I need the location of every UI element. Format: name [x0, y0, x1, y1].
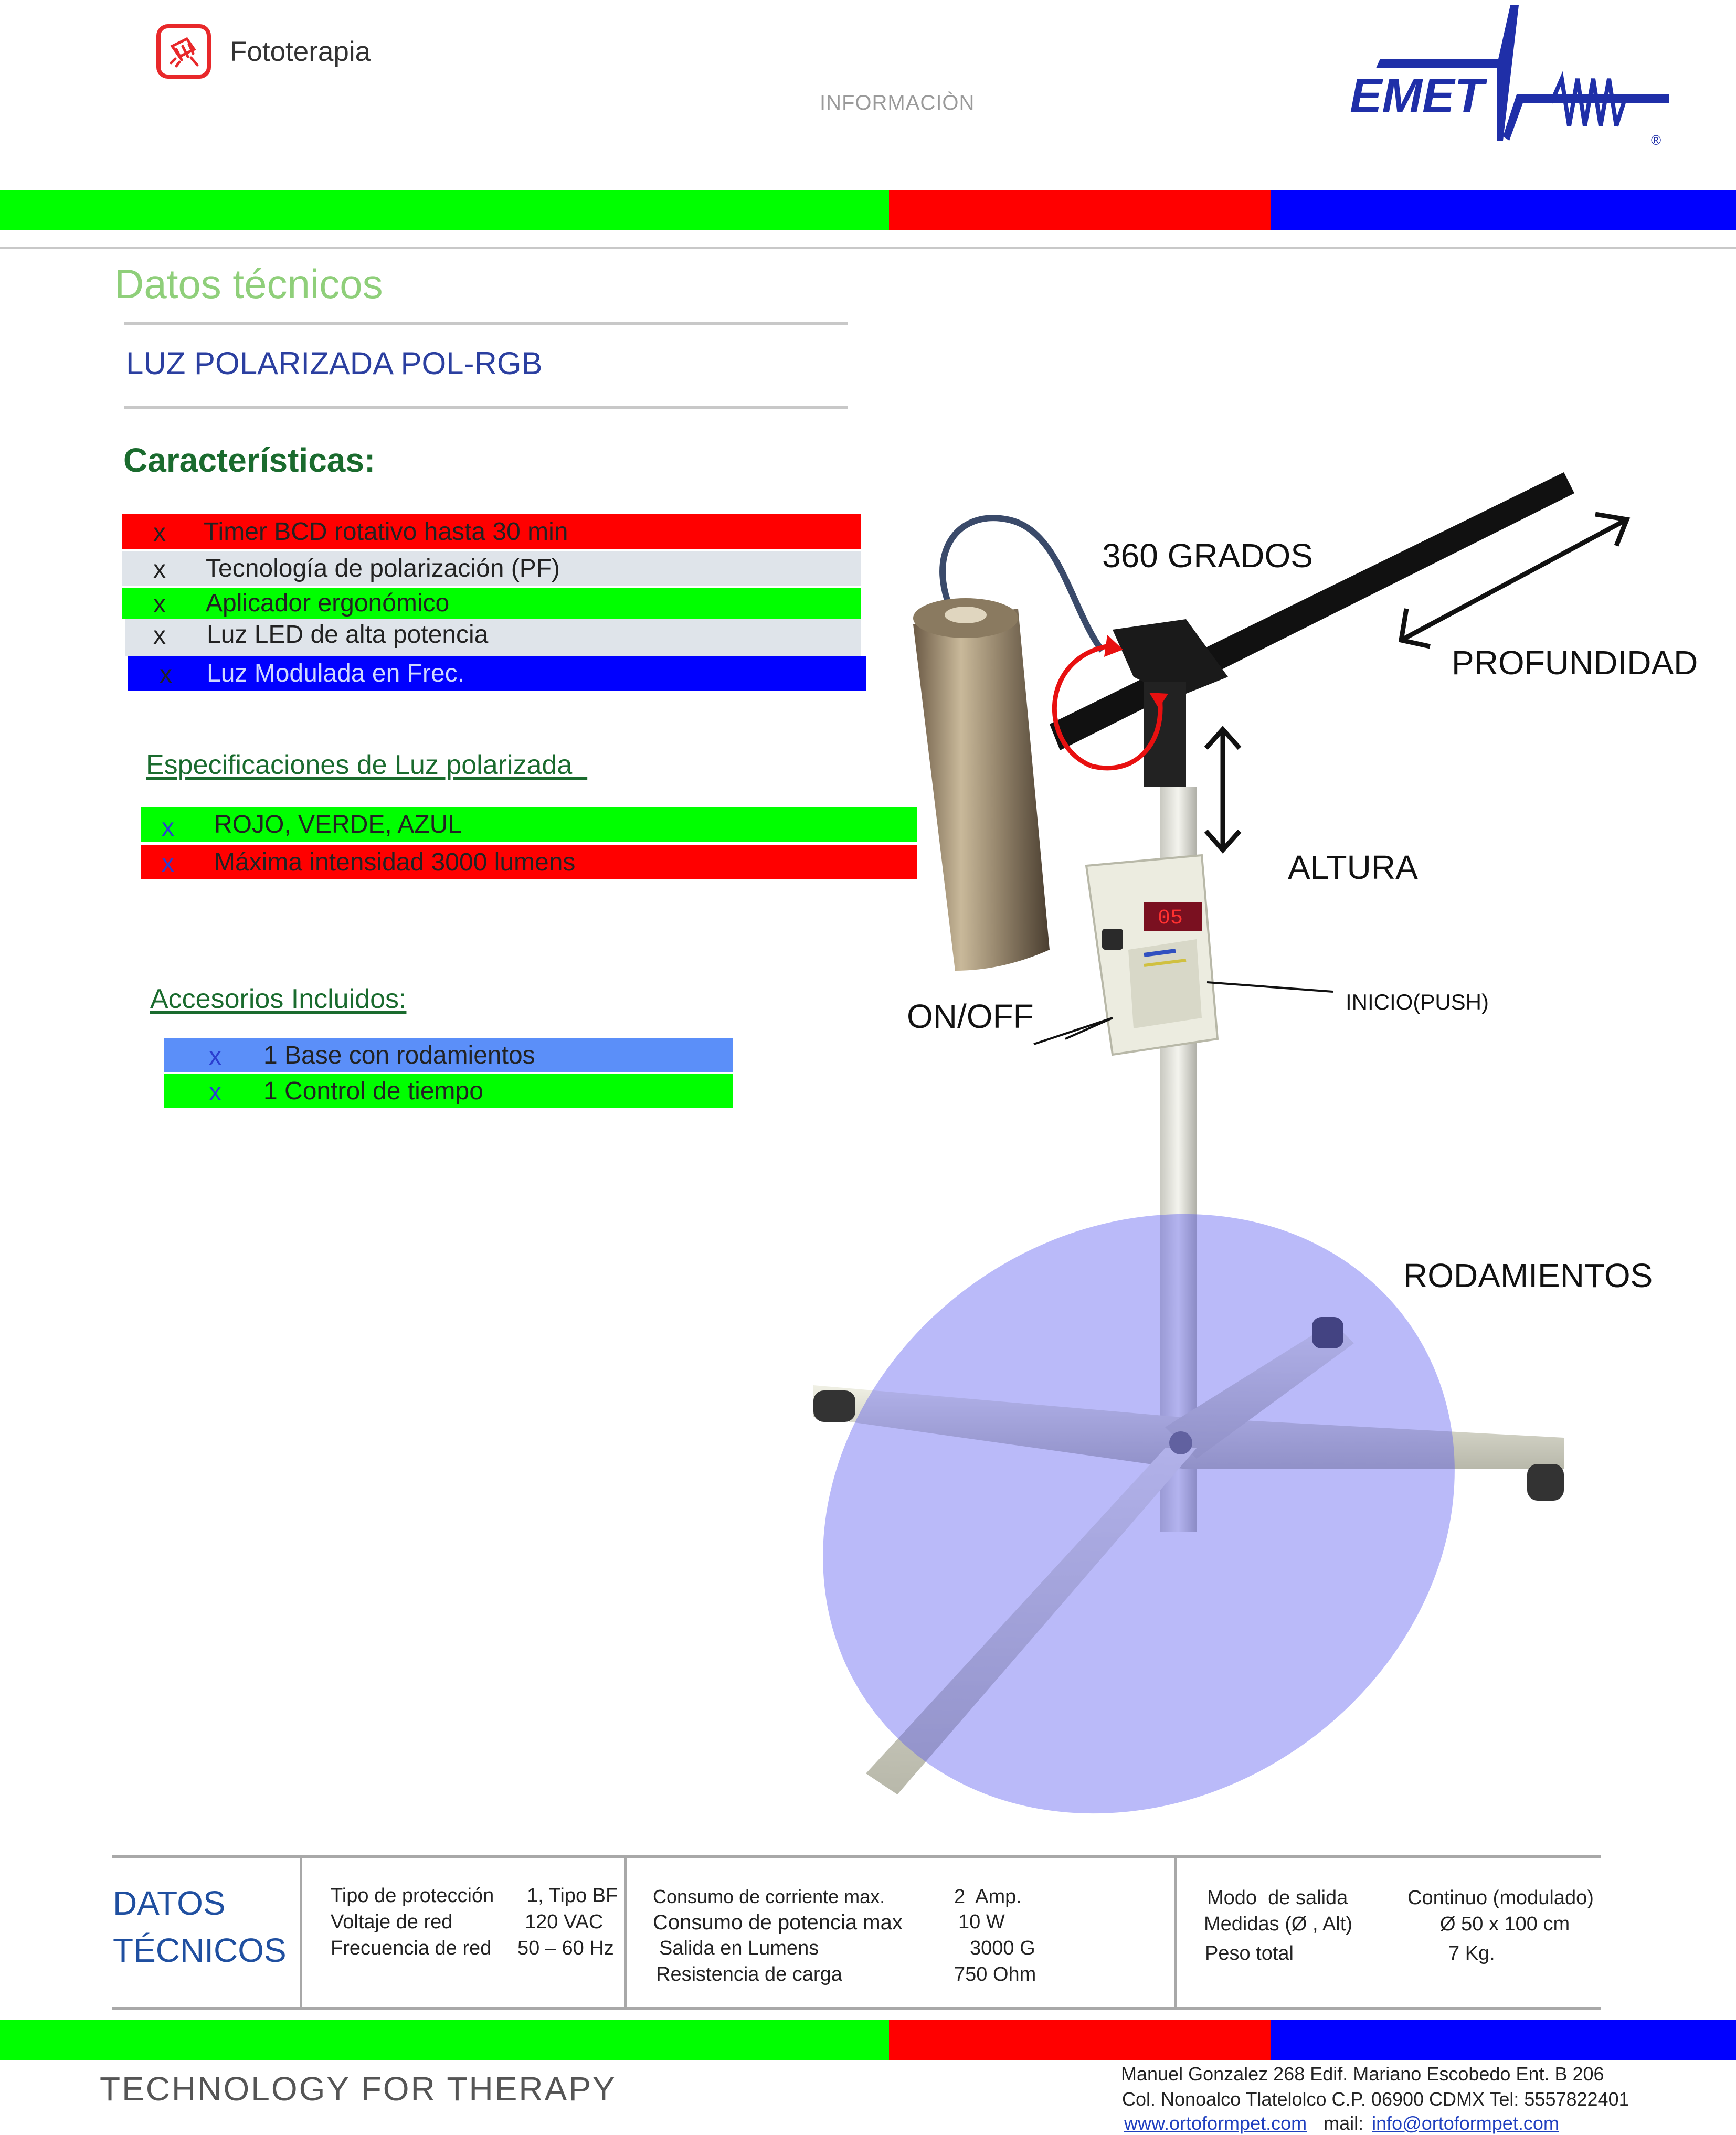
table-top-rule — [112, 1855, 1601, 1858]
feature-label: Aplicador ergonómico — [206, 589, 450, 617]
feature-label: Tecnología de polarización (PF) — [206, 555, 560, 582]
section-label: INFORMACIÒN — [820, 91, 975, 114]
mail-label: mail: — [1324, 2112, 1364, 2134]
bullet-mark: x — [162, 814, 174, 842]
section-title: Datos técnicos — [114, 261, 383, 307]
bullet-mark: x — [153, 519, 166, 547]
accessory-bar-1: x 1 Base con rodamientos — [164, 1038, 733, 1072]
tech-value: 2 Amp. — [954, 1886, 1022, 1908]
registered-mark: ® — [1651, 132, 1661, 148]
bullet-mark: x — [153, 590, 166, 618]
accessory-label: 1 Control de tiempo — [263, 1077, 483, 1105]
header-divider — [0, 247, 1736, 249]
color-stripe-blue — [1271, 190, 1736, 230]
tech-label: Salida en Lumens — [659, 1937, 819, 1959]
tech-value: 750 Ohm — [954, 1963, 1036, 1985]
tech-value: 50 – 60 Hz — [517, 1937, 614, 1959]
feature-bar-1: x Timer BCD rotativo hasta 30 min — [122, 514, 861, 549]
features-heading: Características: — [123, 441, 376, 479]
product-image: 05 — [813, 472, 1631, 1814]
footer-tagline: TECHNOLOGY FOR THERAPY — [100, 2070, 617, 2108]
tech-value: Ø 50 x 100 cm — [1440, 1913, 1570, 1935]
feature-label: Luz LED de alta potencia — [207, 621, 489, 649]
product-name: LUZ POLARIZADA POL-RGB — [126, 346, 543, 381]
email-link[interactable]: info@ortoformpet.com — [1372, 2112, 1559, 2134]
footer-stripe-blue — [1271, 2020, 1736, 2060]
bullet-mark: x — [153, 622, 166, 650]
timer-display: 05 — [1158, 907, 1183, 930]
color-stripe-red — [889, 190, 1271, 230]
spec-label: Máxima intensidad 3000 lumens — [214, 848, 576, 876]
tech-label: Medidas (Ø , Alt) — [1204, 1913, 1352, 1935]
feature-bar-5: x Luz Modulada en Frec. — [128, 656, 866, 691]
tech-label: Resistencia de carga — [656, 1963, 842, 1985]
spec-bar-1: x ROJO, VERDE, AZUL — [141, 807, 917, 842]
spec-label: ROJO, VERDE, AZUL — [214, 811, 462, 838]
tech-value: 1, Tipo BF — [527, 1885, 618, 1907]
feature-bar-3: x Aplicador ergonómico — [122, 588, 861, 619]
tech-data-heading: DATOS TÉCNICOS — [113, 1884, 287, 1969]
callout-rotation: 360 GRADOS — [1102, 537, 1313, 575]
feature-bar-4: x Luz LED de alta potencia — [125, 619, 861, 656]
emet-logo-icon: EMET ® — [1350, 5, 1669, 148]
title-divider-bottom — [124, 406, 848, 409]
tech-label: Tipo de protección — [331, 1885, 494, 1907]
tech-label: Consumo de potencia max — [653, 1911, 903, 1934]
tech-value: 3000 G — [970, 1937, 1035, 1959]
feature-label: Timer BCD rotativo hasta 30 min — [204, 518, 568, 546]
bullet-mark: x — [209, 1043, 221, 1070]
website-link[interactable]: www.ortoformpet.com — [1124, 2112, 1307, 2134]
footer-stripe-red — [889, 2020, 1271, 2060]
brand-text: EMET — [1350, 69, 1487, 123]
callout-height: ALTURA — [1288, 848, 1418, 886]
tech-value: 10 W — [958, 1911, 1005, 1933]
tech-label: Modo de salida — [1207, 1887, 1348, 1909]
footer-contact: www.ortoformpet.com mail: info@ortoformp… — [1124, 2112, 1559, 2134]
specs-heading: Especificaciones de Luz polarizada — [146, 750, 588, 780]
tech-label: Consumo de corriente max. — [653, 1886, 885, 1907]
footer-address-line-1: Manuel Gonzalez 268 Edif. Mariano Escobe… — [1121, 2063, 1604, 2085]
bullet-mark: x — [153, 556, 166, 583]
tech-label: Frecuencia de red — [331, 1937, 492, 1959]
feature-label: Luz Modulada en Frec. — [207, 660, 464, 687]
bullet-mark: x — [162, 849, 174, 877]
table-divider-2 — [624, 1857, 627, 2007]
accessory-label: 1 Base con rodamientos — [263, 1042, 535, 1069]
fototerapia-icon — [156, 24, 211, 79]
tech-value: 120 VAC — [525, 1911, 604, 1933]
table-divider-1 — [300, 1857, 302, 2007]
title-divider-top — [124, 322, 848, 325]
table-bottom-rule — [112, 2007, 1601, 2010]
footer-address-line-2: Col. Nonoalco Tlatelolco C.P. 06900 CDMX… — [1122, 2088, 1629, 2110]
callout-depth: PROFUNDIDAD — [1452, 644, 1698, 682]
table-divider-3 — [1174, 1857, 1177, 2007]
callout-power: ON/OFF — [907, 997, 1034, 1035]
tech-value: Continuo (modulado) — [1407, 1887, 1594, 1909]
callout-start: INICIO(PUSH) — [1346, 990, 1489, 1014]
spec-bar-2: x Máxima intensidad 3000 lumens — [141, 845, 917, 879]
bullet-mark: x — [160, 661, 172, 688]
tech-value: 7 Kg. — [1448, 1942, 1495, 1964]
color-stripe-green — [0, 190, 889, 230]
footer-stripe-green — [0, 2020, 889, 2060]
tech-label: Voltaje de red — [331, 1911, 453, 1933]
feature-bar-2: x Tecnología de polarización (PF) — [122, 551, 861, 586]
tech-label: Peso total — [1205, 1942, 1294, 1964]
bullet-mark: x — [209, 1078, 221, 1106]
accessories-heading: Accesorios Incluidos: — [150, 984, 407, 1014]
category-label: Fototerapia — [230, 36, 371, 67]
accessory-bar-2: x 1 Control de tiempo — [164, 1074, 733, 1108]
callout-wheels: RODAMIENTOS — [1403, 1257, 1653, 1294]
